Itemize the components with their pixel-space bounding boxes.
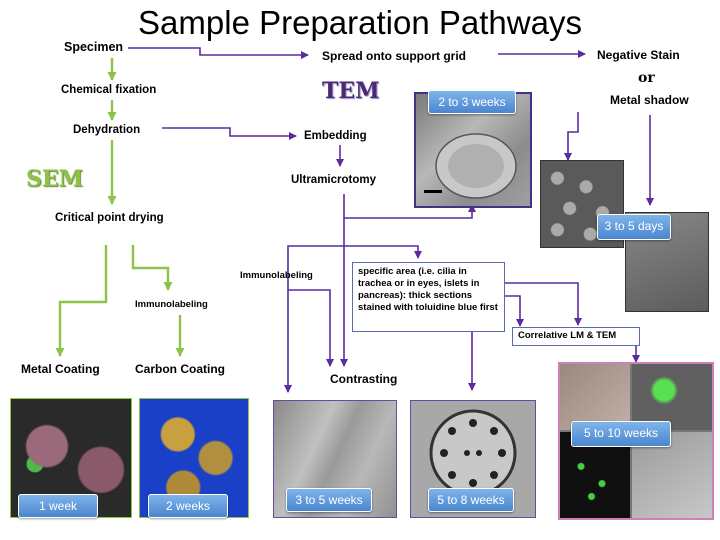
label-spread: Spread onto support grid [322,49,466,63]
duration-tag-carbon-coating: 2 weeks [148,494,228,518]
duration-tag-correlative: 5 to 10 weeks [571,421,671,447]
arrow-branch-to-specific [344,245,422,259]
label-ultramicrotomy: Ultramicrotomy [291,174,376,186]
label-critical-point-drying: Critical point drying [55,212,164,224]
label-metal-shadow: Metal shadow [610,93,689,107]
label-specimen: Specimen [64,40,124,54]
correlative-box: Correlative LM & TEM [512,327,640,346]
label-dehydration: Dehydration [73,124,141,136]
duration-tag-tem-sections: 2 to 3 weeks [428,90,516,114]
label-contrasting: Contrasting [330,372,398,386]
duration-tag-specific-area: 5 to 8 weeks [428,488,514,512]
duration-tag-negative-stain: 3 to 5 days [597,214,671,240]
arrow-negstain-to-image1 [564,112,579,161]
label-or: or [638,70,655,86]
duration-tag-immuno-tem: 3 to 5 weeks [286,488,372,512]
label-immunolabeling-sem: Immunolabeling [135,299,208,310]
arrow-cpd-to-metal [55,245,108,357]
label-negative-stain: Negative Stain [597,48,680,62]
label-chemical-fixation: Chemical fixation [61,84,157,96]
arrow-specimen-to-spread [128,47,309,59]
label-carbon-coating: Carbon Coating [135,362,225,376]
arrow-specific-to-correlative [505,282,582,326]
arrow-cpd-to-immuno [131,245,173,291]
page-title: Sample Preparation Pathways [138,4,582,41]
arrow-immuno-to-contrast [288,289,334,367]
label-immunolabeling-tem: Immunolabeling [240,270,313,281]
label-metal-coating: Metal Coating [21,362,100,376]
arrow-ultra-to-tem-image [343,194,476,219]
arrow-specific-to-correlative-2 [505,295,524,327]
specific-area-box: specific area (i.e. cilia in trachea or … [352,262,505,332]
sem-method-label: SEM [26,166,84,192]
label-embedding: Embedding [304,130,367,142]
tem-method-label: TEM [322,78,380,104]
duration-tag-metal-coating: 1 week [18,494,98,518]
arrow-branch-to-immuno [284,245,344,393]
arrow-dehydration-to-embedding [162,127,297,140]
